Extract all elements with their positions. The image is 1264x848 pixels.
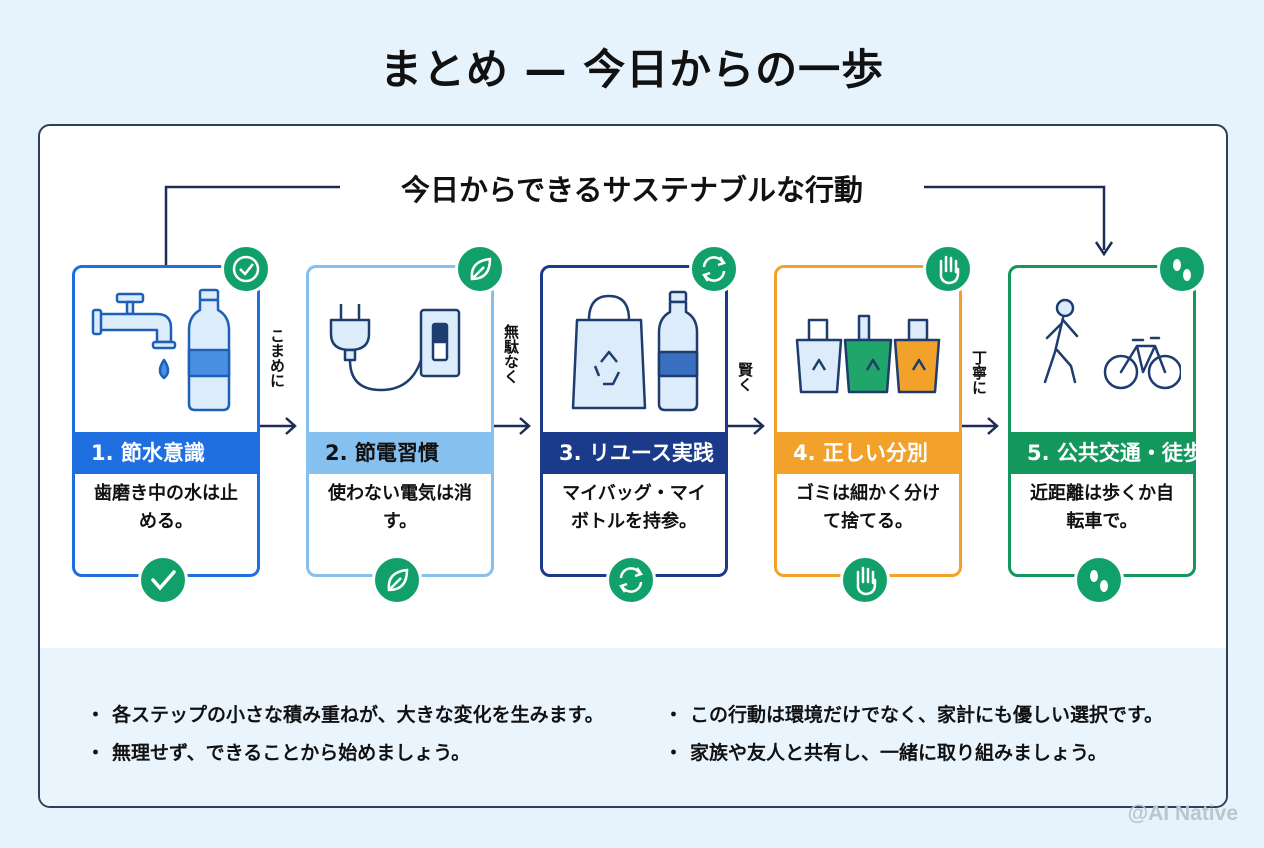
step-card-reuse: 3. リユース実践 マイバッグ・マイボトルを持参。 [540,244,739,605]
step-description: マイバッグ・マイボトルを持参。 [562,483,706,532]
step-illustration [87,280,245,422]
step-illustration [1023,280,1183,422]
step-illustration [555,280,713,422]
connector-label: 賢く [736,362,754,392]
connector-label: こまめに [268,328,286,388]
watermark: @AI Native [1127,802,1238,825]
step-label: 2. 節電習慣 [309,432,491,474]
arrow-3-4 [728,417,765,435]
hand-icon [840,555,890,605]
step-description: 歯磨き中の水は止める。 [94,483,238,532]
step-illustration [789,280,947,422]
bullet-marker: ・ [86,742,106,764]
step-card-water: 1. 節水意識 歯磨き中の水は止める。 [72,244,271,605]
connector-label: 丁寧に [970,350,988,395]
hand-icon [923,244,973,294]
note-bullet: ・無理せず、できることから始めましょう。 [86,738,470,765]
plug-switch-icon [329,304,461,392]
flow-subtitle: 今日からできるサステナブルな行動 [340,168,924,212]
walk-bike-icon [1043,298,1183,390]
step-description: 使わない電気は消す。 [328,483,472,532]
note-text: 各ステップの小さな積み重ねが、大きな変化を生みます。 [112,704,604,726]
page-title: まとめ — 今日からの一歩 [379,45,885,94]
footprints-icon [1157,244,1207,294]
step-card-electricity: 2. 節電習慣 使わない電気は消す。 [306,244,505,605]
footprints-icon [1074,555,1124,605]
note-bullet: ・各ステップの小さな積み重ねが、大きな変化を生みます。 [86,700,604,727]
note-text: この行動は環境だけでなく、家計にも優しい選択です。 [690,704,1164,726]
step-description: ゴミは細かく分けて捨てる。 [796,483,940,532]
note-bullet: ・家族や友人と共有し、一緒に取り組みましょう。 [664,738,1107,765]
check-icon [138,555,188,605]
bag-bottle-icon [571,290,699,412]
leaf-icon [455,244,505,294]
refresh-icon [606,555,656,605]
step-label: 4. 正しい分別 [777,432,959,474]
connector-label: 無駄なく [502,324,520,384]
arrow-2-3 [494,417,531,435]
loop-arrow-head [1094,241,1114,257]
step-illustration [321,280,479,422]
faucet-bottle-icon [91,288,231,412]
note-bullet: ・この行動は環境だけでなく、家計にも優しい選択です。 [664,700,1163,727]
note-text: 家族や友人と共有し、一緒に取り組みましょう。 [690,742,1107,764]
step-card-transport: 5. 公共交通・徒歩 近距離は歩くか自転車で。 [1008,244,1207,605]
arrow-1-2 [260,417,297,435]
bullet-marker: ・ [664,742,684,764]
step-card-sorting: 4. 正しい分別 ゴミは細かく分けて捨てる。 [774,244,973,605]
step-description: 近距離は歩くか自転車で。 [1030,483,1174,532]
arrow-4-5 [962,417,999,435]
bullet-marker: ・ [86,704,106,726]
refresh-icon [689,244,739,294]
step-label: 3. リユース実践 [543,432,725,474]
recycle-bins-icon [795,314,941,394]
notes-area [40,648,1226,806]
step-label: 5. 公共交通・徒歩 [1011,432,1204,474]
note-text: 無理せず、できることから始めましょう。 [112,742,471,764]
check-icon [221,244,271,294]
leaf-icon [372,555,422,605]
bullet-marker: ・ [664,704,684,726]
step-label: 1. 節水意識 [75,432,257,474]
